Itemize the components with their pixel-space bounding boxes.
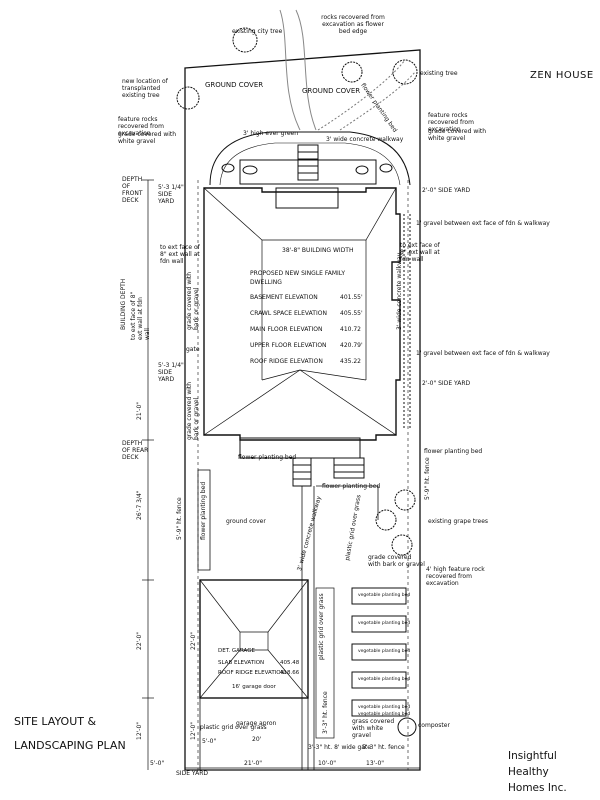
elev-label-3: UPPER FLOOR ELEVATION: [250, 342, 327, 349]
garage-elev-value-1: 418.66: [280, 670, 300, 676]
garage-elev-label-1: ROOF RIDGE ELEVATION: [218, 670, 285, 676]
label-garage-apron: garage apron: [236, 720, 277, 727]
plan-title-line1: SITE LAYOUT &: [14, 715, 97, 728]
label-fence-left: 5'-9" ht. fence: [176, 497, 183, 540]
tree-symbol: [341, 61, 363, 83]
tree-symbol: [392, 59, 418, 85]
elev-value-1: 405.55': [340, 310, 363, 317]
label-ext-face-left: to ext face of 8" ext wall at fdn wall: [160, 244, 200, 265]
label-plastic-grid-3: plastic grid over grass: [200, 724, 267, 731]
label-flower-bed-right: flower planting bed: [424, 448, 483, 455]
label-grade-gravel-right: grade covered with white gravel: [428, 128, 487, 142]
label-flower-bed-deck-right: flower planting bed: [322, 483, 381, 490]
company-line1: Insightful Healthy: [508, 750, 557, 778]
label-ground-cover-3: ground cover: [226, 518, 266, 525]
label-building-depth: BUILDING DEPTH: [120, 278, 127, 330]
label-existing-tree: existing tree: [420, 70, 458, 77]
label-new-location-tree: new location of transplanted existing tr…: [122, 78, 168, 99]
label-grade-gravel-left: grade covered with white gravel: [118, 131, 177, 145]
label-fence-3-3-b: 3'-3" ht. fence: [322, 691, 329, 734]
house-outline: [203, 187, 401, 441]
label-depth-rear-deck: DEPTH OF REAR DECK: [122, 440, 149, 461]
garage-elev-value-0: 405.48: [280, 660, 300, 666]
label-dim-20: 20': [252, 736, 262, 743]
tree-symbol: [232, 27, 258, 53]
label-ext-face-right: to ext face of 8" ext wall at fdn wall: [400, 242, 440, 263]
label-dim-26: 26'-7 3/4": [136, 490, 143, 520]
label-gravel-between-1: 1' gravel between ext face of fdn & walk…: [416, 220, 550, 227]
property-line: [184, 49, 421, 771]
tree-symbol: [176, 86, 200, 110]
label-dim-5-1: 5'-0": [202, 738, 217, 745]
label-fence-3-3: 3'-3" ht. 8' wide gate: [308, 744, 371, 751]
elev-value-3: 420.79': [340, 342, 363, 349]
elev-label-1: CRAWL SPACE ELEVATION: [250, 310, 327, 317]
label-building-depth-note: to ext face of 8" ext wall at fdn wall: [130, 291, 151, 340]
garage-outline: [199, 579, 309, 699]
veg-bed-label: vegetable planting bed: [358, 712, 411, 717]
company-line2: Homes Inc.: [508, 782, 567, 794]
elev-value-0: 401.55': [340, 294, 363, 301]
garage-title: DET. GARAGE: [218, 648, 255, 654]
veg-bed-label: vegetable planting bed: [358, 649, 411, 654]
label-grass-covered: grass covered with white gravel: [352, 718, 395, 739]
label-existing-city-tree: existing city tree: [232, 28, 283, 35]
label-grade-bark-right: grade covered with bark or gravel: [368, 554, 425, 568]
dwelling-title-1: PROPOSED NEW SINGLE FAMILY: [250, 270, 346, 277]
label-side-yard-right-top: 2'-0" SIDE YARD: [422, 187, 471, 194]
elev-label-4: ROOF RIDGE ELEVATION: [250, 358, 323, 365]
label-building-width: 38'-8" BUILDING WIDTH: [282, 247, 354, 254]
label-feature-rocks-left: feature rocks recovered from excavation: [118, 116, 164, 137]
label-flower-bed-left: flower planting bed: [200, 481, 207, 540]
dwelling-title-2: DWELLING: [250, 279, 282, 286]
elev-value-2: 410.72: [340, 326, 361, 333]
label-grade-bark-left2: grade covered with bark or gravel: [186, 381, 200, 440]
label-feature-rocks-right: feature rocks recovered from excavation: [428, 112, 474, 133]
label-feature-rock-4ft: 4' high feature rock recovered from exca…: [426, 566, 485, 587]
plan-title: SITE LAYOUT & LANDSCAPING PLAN: [14, 710, 126, 758]
label-dim-22-right: 22'-0": [190, 631, 197, 650]
label-ground-cover-2: GROUND COVER: [302, 87, 361, 95]
label-depth-front-deck: DEPTH OF FRONT DECK: [122, 176, 143, 204]
label-dim-13-b: 13'-0": [366, 760, 385, 767]
plan-title-line2: LANDSCAPING PLAN: [14, 739, 126, 752]
label-gate-left: gate: [186, 346, 200, 353]
garage-door-label: 16' garage door: [232, 684, 276, 690]
label-dim-22-left: 22'-0": [136, 631, 143, 650]
label-gravel-between-2: 1' gravel between ext face of fdn & walk…: [416, 350, 550, 357]
veg-bed-label: vegetable planting bed: [358, 705, 411, 710]
garage-elev-label-0: SLAB ELEVATION: [218, 660, 265, 666]
label-side-yard-left-top: 5'-3 1/4" SIDE YARD: [158, 184, 184, 205]
label-dim-12-right: 12'-0": [190, 721, 197, 740]
label-dim-5-2: 5'-0": [150, 760, 165, 767]
company-name: Insightful Healthy Homes Inc.: [508, 748, 600, 796]
label-dim-21-b: 21'-0": [244, 760, 263, 767]
label-walkway-top: 3' wide concrete walkway: [326, 136, 404, 143]
label-composter: composter: [418, 722, 450, 729]
label-ground-cover-1: GROUND COVER: [205, 81, 264, 89]
elev-label-2: MAIN FLOOR ELEVATION: [250, 326, 323, 333]
label-dim-12-left: 12'-0": [136, 721, 143, 740]
veg-bed-label: vegetable planting bed: [358, 621, 411, 626]
label-side-yard-left-mid: 5'-3 1/4" SIDE YARD: [158, 362, 184, 383]
label-dim-21-front: 21'-0": [136, 401, 143, 420]
label-flower-bed-deck-left: flower planting bed: [238, 454, 297, 461]
label-plastic-grid-2: plastic grid over grass: [318, 593, 325, 660]
label-rocks-recovered: rocks recovered from excavation as flowe…: [321, 14, 385, 35]
label-high-evergreen: 3' high ever green: [243, 130, 298, 137]
label-existing-grape-trees: existing grape trees: [428, 518, 489, 525]
elev-label-0: BASEMENT ELEVATION: [250, 294, 318, 301]
label-side-yard-bottom: SIDE YARD: [176, 770, 208, 777]
elev-value-4: 435.22: [340, 358, 361, 365]
label-fence-right: 5'-9" ht. fence: [424, 457, 431, 500]
label-walkway-right: 3' wide concrete walkway: [396, 252, 403, 330]
label-fence-5-3: 5'-3" ht. fence: [362, 744, 405, 751]
label-dim-10-b: 10'-0": [318, 760, 337, 767]
label-side-yard-right-mid: 2'-0" SIDE YARD: [422, 380, 471, 387]
page-title: ZEN HOUSE: [530, 70, 594, 81]
veg-bed-label: vegetable planting bed: [358, 677, 411, 682]
veg-bed-label: vegetable planting bed: [358, 593, 411, 598]
label-grade-bark-left: grade covered with bark or gravel: [186, 271, 200, 330]
